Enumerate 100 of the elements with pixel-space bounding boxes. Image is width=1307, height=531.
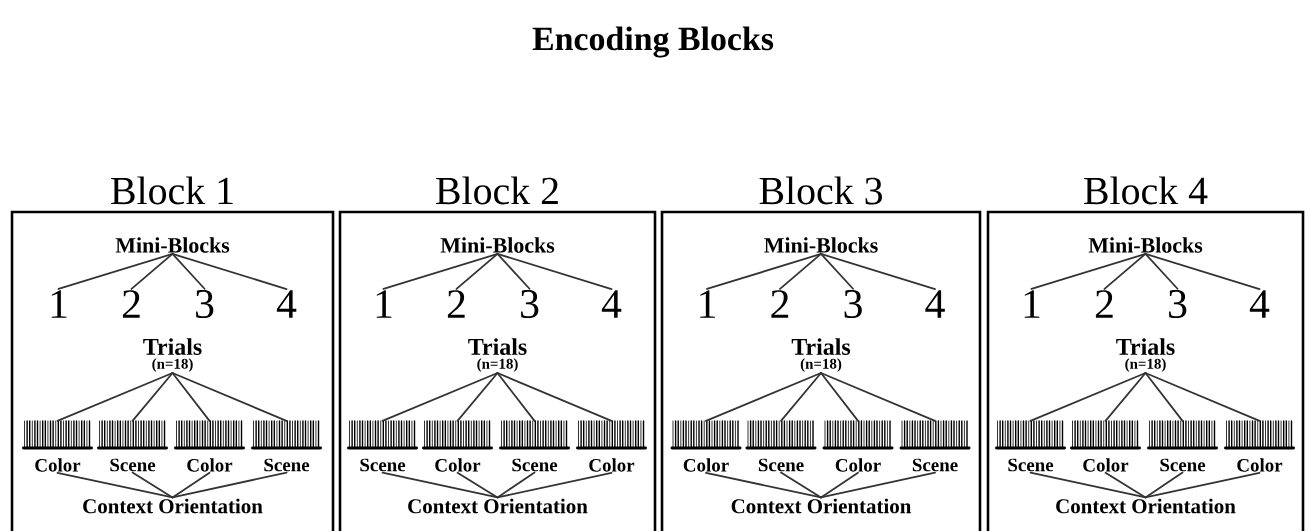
node-label: Block 1 [111, 176, 233, 205]
trials-label: Trials (n=18) [1116, 338, 1175, 372]
trials-label: Trials (n=18) [468, 338, 527, 372]
condition-label: Scene [1160, 458, 1206, 472]
condition-label: Color [435, 458, 481, 472]
trial-sequence-bar [1147, 420, 1218, 450]
trial-sequence-bar [745, 420, 817, 450]
heading: Context Orientation [1056, 498, 1236, 514]
connector-line [171, 372, 288, 422]
connector-line [820, 372, 936, 422]
node-label: Block 2 [436, 176, 558, 205]
connector-line [171, 471, 211, 499]
condition-label: Color [35, 458, 81, 472]
condition-label: Scene [360, 458, 406, 472]
connector-line [171, 253, 206, 290]
trial-sequence-bar [670, 420, 742, 450]
number: 4 [1249, 290, 1270, 318]
connector-line [1144, 372, 1184, 422]
connector-line [496, 471, 613, 499]
trial-sequence-bar [995, 420, 1066, 450]
heading: Mini-Blocks [764, 237, 878, 253]
connector-line [496, 253, 613, 290]
connector-line [780, 372, 822, 422]
number: 3 [196, 289, 214, 319]
trial-sequence-bar [1070, 420, 1141, 450]
connector-line [171, 471, 288, 499]
connector-line [496, 372, 536, 422]
connector-line [705, 471, 822, 499]
connector-line [705, 372, 822, 422]
number: 3 [521, 289, 539, 319]
connector-line [496, 372, 613, 422]
trials-label: Trials (n=18) [791, 338, 851, 372]
connector-line [455, 253, 499, 290]
connector-line [706, 253, 822, 290]
trial-sequence-bar [499, 420, 570, 450]
connector-line [1144, 471, 1261, 499]
connector-line [496, 471, 536, 499]
condition-label: Scene [758, 458, 804, 472]
connector-line [1029, 471, 1147, 499]
node-label: Block 4 [1084, 176, 1208, 205]
connector-line [131, 372, 174, 422]
connector-line [382, 253, 499, 290]
condition-label: Scene [110, 458, 156, 472]
number: 3 [1169, 289, 1187, 319]
connector-line [1144, 372, 1261, 422]
trial-sequence-bar [22, 420, 93, 450]
number: 4 [276, 290, 297, 318]
heading: Mini-Blocks [440, 237, 555, 253]
condition-label: Color [187, 458, 233, 472]
number: 2 [122, 290, 140, 318]
connector-line [779, 253, 822, 290]
number: 2 [1095, 290, 1113, 318]
connector-line [57, 253, 174, 290]
trial-sequence-bar [347, 420, 418, 450]
trials-label: Trials (n=18) [143, 338, 202, 372]
condition-label: Color [835, 458, 881, 472]
connector-line [381, 372, 499, 422]
connector-line [780, 471, 822, 499]
title: Encoding Blocks [532, 26, 774, 58]
connector-line [131, 471, 174, 499]
heading: Context Orientation [731, 498, 912, 514]
connector-line [820, 471, 859, 499]
trial-sequence-bar [822, 420, 894, 450]
connector-line [56, 372, 174, 422]
number: 4 [601, 290, 622, 318]
number: 2 [771, 290, 789, 318]
condition-label: Color [683, 458, 729, 472]
trial-sequence-bar [97, 420, 168, 450]
condition-label: Color [1237, 458, 1283, 472]
heading: Context Orientation [83, 498, 263, 514]
connector-line [1029, 372, 1147, 422]
condition-label: Scene [512, 458, 558, 472]
connector-line [456, 471, 499, 499]
connector-line [820, 372, 859, 422]
connector-line [496, 253, 531, 290]
node-label: Block 3 [759, 176, 882, 205]
connector-line [1144, 253, 1179, 290]
connector-line [171, 253, 288, 290]
heading: Mini-Blocks [115, 237, 230, 253]
connector-line [56, 471, 174, 499]
trial-sequence-bar [1224, 420, 1295, 450]
connector-line [1030, 253, 1147, 290]
connector-line [171, 372, 211, 422]
condition-label: Color [1083, 458, 1129, 472]
heading: Mini-Blocks [1088, 237, 1203, 253]
connector-line [820, 253, 854, 290]
number: 1 [51, 290, 67, 318]
number: 1 [700, 290, 715, 318]
connector-line [1144, 253, 1261, 290]
number: 1 [1024, 290, 1040, 318]
connector-line [456, 372, 499, 422]
connector-line [1104, 471, 1147, 499]
trial-sequence-bar [899, 420, 971, 450]
condition-label: Scene [912, 458, 958, 472]
trial-sequence-bar [422, 420, 493, 450]
connector-line [820, 253, 936, 290]
heading: Context Orientation [408, 498, 588, 514]
number: 1 [376, 290, 392, 318]
number: 4 [925, 290, 945, 318]
connector-line [820, 471, 936, 499]
